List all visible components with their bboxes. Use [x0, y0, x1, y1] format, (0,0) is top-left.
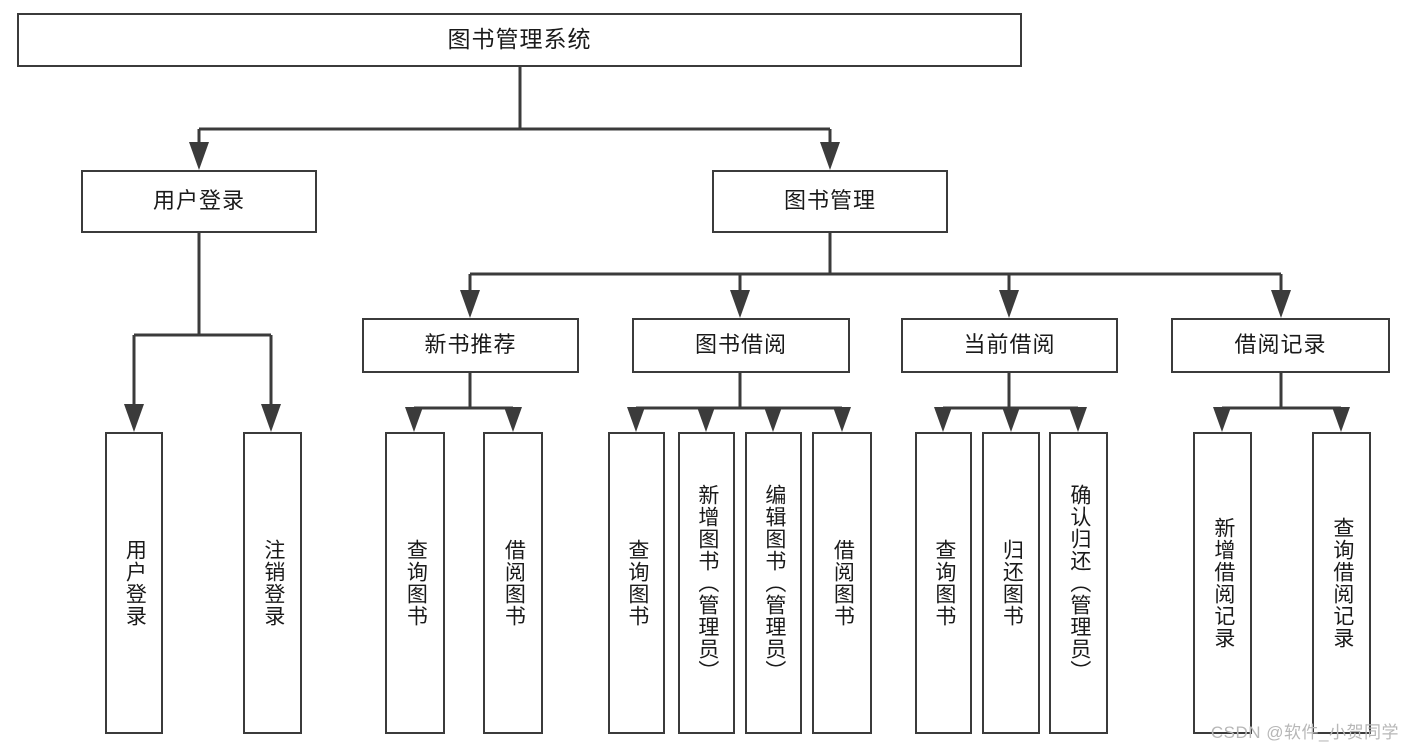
arrowhead-ul-leaf1 — [124, 404, 144, 432]
leaf-new-book-query-label: 查询图书 — [404, 539, 428, 627]
leaf-current-borrow-query[interactable]: 查询图书 — [915, 432, 972, 734]
leaf-book-borrow-add[interactable]: 新增图书（管理员） — [678, 432, 735, 734]
leaf-user-login-logout[interactable]: 注销登录 — [243, 432, 302, 734]
arrowhead-cb-3 — [1069, 407, 1087, 432]
node-book-borrow-label: 图书借阅 — [694, 332, 787, 358]
leaf-book-borrow-edit[interactable]: 编辑图书（管理员） — [745, 432, 802, 734]
leaf-book-borrow-edit-label: 编辑图书（管理员） — [762, 484, 786, 682]
leaf-borrow-record-add[interactable]: 新增借阅记录 — [1193, 432, 1252, 734]
arrowhead-cb-2 — [1002, 407, 1020, 432]
arrowhead-cb-1 — [934, 407, 952, 432]
leaf-new-book-borrow-label: 借阅图书 — [502, 539, 526, 627]
node-new-book-recommend[interactable]: 新书推荐 — [362, 318, 579, 373]
arrowhead-l3-2 — [730, 290, 750, 318]
leaf-current-borrow-confirm[interactable]: 确认归还（管理员） — [1049, 432, 1108, 734]
arrowhead-br-2 — [1332, 407, 1350, 432]
node-new-book-recommend-label: 新书推荐 — [424, 332, 517, 358]
leaf-book-borrow-add-label: 新增图书（管理员） — [695, 484, 719, 682]
leaf-book-borrow-query-label: 查询图书 — [625, 539, 649, 627]
leaf-book-borrow-query[interactable]: 查询图书 — [608, 432, 665, 734]
watermark-text: CSDN @软件_小贺同学 — [1210, 723, 1399, 742]
arrowhead-bb-1 — [627, 407, 645, 432]
arrowhead-bb-2 — [697, 407, 715, 432]
leaf-current-borrow-query-label: 查询图书 — [932, 539, 956, 627]
node-current-borrow-label: 当前借阅 — [963, 332, 1056, 358]
arrowhead-l3-1 — [460, 290, 480, 318]
leaf-book-borrow-borrow-label: 借阅图书 — [831, 539, 855, 627]
leaf-current-borrow-confirm-label: 确认归还（管理员） — [1067, 484, 1091, 682]
leaf-borrow-record-add-label: 新增借阅记录 — [1211, 517, 1235, 649]
node-user-login-label: 用户登录 — [152, 188, 245, 214]
arrowhead-nb-2 — [504, 407, 522, 432]
leaf-current-borrow-return[interactable]: 归还图书 — [982, 432, 1040, 734]
leaf-user-login-login[interactable]: 用户登录 — [105, 432, 163, 734]
leaf-book-borrow-borrow[interactable]: 借阅图书 — [812, 432, 872, 734]
arrowhead-bb-3 — [764, 407, 782, 432]
arrowhead-book-mgmt — [820, 142, 840, 170]
leaf-borrow-record-query[interactable]: 查询借阅记录 — [1312, 432, 1371, 734]
arrowhead-l3-4 — [1271, 290, 1291, 318]
node-borrow-record-label: 借阅记录 — [1234, 332, 1327, 358]
node-current-borrow[interactable]: 当前借阅 — [901, 318, 1118, 373]
arrowhead-nb-1 — [405, 407, 423, 432]
leaf-user-login-login-label: 用户登录 — [123, 539, 147, 627]
leaf-new-book-query[interactable]: 查询图书 — [385, 432, 445, 734]
arrowhead-bb-4 — [833, 407, 851, 432]
node-book-management[interactable]: 图书管理 — [712, 170, 948, 233]
node-root-system-label: 图书管理系统 — [447, 26, 592, 53]
node-book-management-label: 图书管理 — [783, 188, 876, 214]
leaf-borrow-record-query-label: 查询借阅记录 — [1330, 517, 1354, 649]
leaf-user-login-logout-label: 注销登录 — [261, 539, 285, 627]
arrowhead-br-1 — [1213, 407, 1231, 432]
node-book-borrow[interactable]: 图书借阅 — [632, 318, 850, 373]
leaf-new-book-borrow[interactable]: 借阅图书 — [483, 432, 543, 734]
node-borrow-record[interactable]: 借阅记录 — [1171, 318, 1390, 373]
arrowhead-user-login — [189, 142, 209, 170]
node-user-login[interactable]: 用户登录 — [81, 170, 317, 233]
leaf-current-borrow-return-label: 归还图书 — [1000, 539, 1024, 627]
arrowhead-ul-leaf2 — [261, 404, 281, 432]
node-root-system[interactable]: 图书管理系统 — [17, 13, 1022, 67]
arrowhead-l3-3 — [999, 290, 1019, 318]
